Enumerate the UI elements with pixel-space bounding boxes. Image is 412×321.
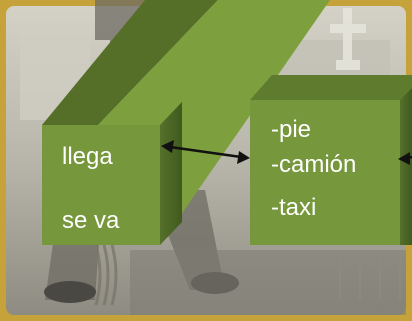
right-box-line1: -pie: [271, 116, 312, 143]
diagonal-beam: [42, 0, 330, 245]
left-box-line1: llega: [62, 143, 113, 170]
right-box-shape: [250, 75, 412, 245]
left-box-shape: [42, 102, 182, 245]
right-box-line3: -taxi: [271, 194, 317, 221]
double-headed-arrow-icon: [161, 140, 250, 164]
arrow-head-right-edge: [398, 152, 412, 165]
right-box-line2: -camión: [271, 151, 357, 178]
cross-monument: [330, 8, 366, 70]
left-box-line2: se va: [62, 207, 120, 234]
